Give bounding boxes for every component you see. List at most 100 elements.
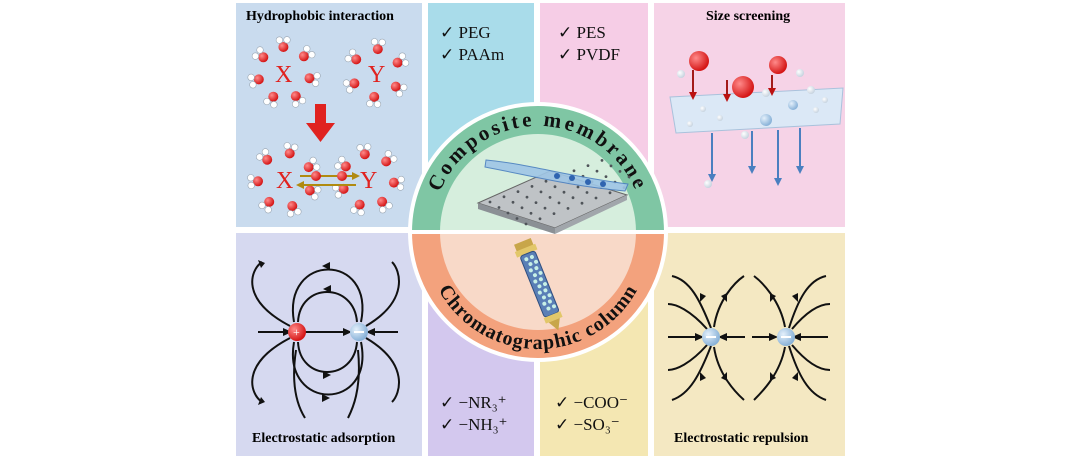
- letter-y-top: Y: [368, 62, 385, 88]
- hydrogen-atom: [312, 79, 320, 87]
- svg-text:+: +: [293, 325, 300, 339]
- column-bead: [524, 257, 529, 262]
- oxygen-atom: [253, 176, 263, 187]
- material-item: ✓ PAAm: [440, 45, 505, 64]
- membrane-materials-left: ✓ PEG ✓ PAAm: [440, 22, 504, 66]
- membrane-pore: [502, 195, 506, 199]
- field-lines-adsorption: [251, 261, 400, 419]
- material-item: ✓ PES: [558, 23, 606, 42]
- membrane-pore: [524, 222, 528, 226]
- interaction-arrows: [296, 171, 360, 189]
- hydrogen-atom: [256, 153, 264, 161]
- column-bead: [537, 284, 542, 289]
- electrostatic-repulsion-title: Electrostatic repulsion: [674, 431, 809, 446]
- hydrogen-atom: [309, 156, 317, 164]
- column-bead: [533, 279, 538, 284]
- column-groups-left: ✓ −NR₃⁺ ✓ −NH₃⁺: [440, 392, 508, 436]
- oxygen-atom: [372, 44, 383, 55]
- chromatographic-column-icon: [514, 238, 563, 331]
- oxygen-atom: [262, 154, 273, 165]
- hydrogen-atom: [395, 90, 404, 98]
- column-bead: [543, 288, 548, 293]
- column-bead: [543, 282, 548, 287]
- material-item: ✓ PEG: [440, 23, 491, 42]
- column-bead: [534, 266, 539, 271]
- hydrogen-atom: [263, 97, 271, 106]
- oxygen-atom: [340, 161, 351, 172]
- hydrogen-atom: [314, 186, 322, 194]
- oxygen-atom: [369, 91, 380, 102]
- membrane-pore: [636, 181, 640, 184]
- oxygen-atom: [287, 201, 298, 211]
- column-bead: [546, 306, 551, 311]
- column-bead: [552, 304, 557, 309]
- hydrogen-atom: [258, 201, 266, 209]
- oxygen-atom: [268, 91, 279, 102]
- positive-charge-icon: +: [288, 323, 306, 341]
- water-ring-y-top: [342, 38, 410, 108]
- hydrogen-atom: [313, 163, 321, 171]
- membrane-pore: [585, 191, 589, 194]
- membrane-pore: [516, 190, 520, 194]
- column-bead: [537, 290, 542, 295]
- permeate-arrows: [708, 128, 804, 186]
- membrane-sketch-icon: [476, 159, 640, 234]
- adsorption-arrowheads: [258, 260, 331, 405]
- electrostatic-adsorption-title: Electrostatic adsorption: [252, 431, 396, 446]
- oxygen-atom: [264, 196, 275, 207]
- hydrogen-atom: [303, 45, 311, 53]
- hydrogen-atom: [344, 54, 352, 63]
- oxygen-atom: [377, 196, 388, 207]
- column-bead: [547, 293, 552, 298]
- oxygen-atom: [349, 78, 360, 89]
- hydrogen-atom: [247, 73, 255, 81]
- hydrogen-atom: [378, 38, 386, 47]
- letter-x-bottom: X: [276, 168, 293, 194]
- membrane-pore: [534, 201, 538, 205]
- hydrogen-atom: [308, 51, 316, 59]
- repulsion-arrowheads: [700, 293, 798, 381]
- oxygen-atom: [351, 54, 362, 65]
- water-ring-x-top: [247, 36, 321, 109]
- column-bead: [529, 254, 534, 259]
- hydrogen-atom: [364, 143, 372, 151]
- hydrogen-atom: [291, 143, 299, 151]
- membrane-pore: [557, 201, 561, 205]
- hydrogen-atom: [346, 86, 354, 94]
- membrane-pore: [595, 169, 599, 173]
- hydrogen-atom: [275, 36, 284, 44]
- membrane-sheet: [669, 87, 844, 134]
- hydrogen-atom: [338, 155, 346, 164]
- group-item: ✓ −NR₃⁺: [440, 393, 507, 412]
- membrane-pore: [580, 201, 584, 205]
- hydrogen-atom: [396, 183, 405, 191]
- size-screening-title: Size screening: [706, 9, 791, 24]
- oxygen-atom: [359, 149, 370, 160]
- hydrogen-atom: [384, 150, 392, 158]
- large-particles: [689, 51, 787, 102]
- hydrogen-atom: [349, 48, 357, 56]
- membrane-pore: [543, 206, 547, 210]
- hydrogen-atom: [247, 181, 255, 190]
- hydrogen-atom: [357, 208, 365, 217]
- panel-hydrophobic: [236, 3, 422, 227]
- oxygen-atom: [392, 57, 403, 68]
- membrane-pore: [511, 200, 515, 204]
- oxygen-atom: [304, 73, 315, 84]
- oxygen-atom: [354, 199, 365, 210]
- membrane-pore: [576, 185, 580, 189]
- down-arrow-icon: [306, 104, 335, 142]
- hydrogen-atom: [298, 96, 307, 105]
- column-bead: [538, 277, 543, 282]
- panel-electrostatic-repulsion: [654, 233, 845, 456]
- hydrogen-atom: [334, 162, 342, 170]
- hydrogen-atom: [249, 81, 257, 89]
- column-bead: [528, 262, 533, 267]
- oxygen-atom: [304, 185, 315, 196]
- oxygen-atom: [253, 74, 264, 85]
- negative-charge-icon-left: [702, 328, 720, 346]
- membrane-pore: [520, 206, 524, 210]
- oxygen-atom: [381, 156, 392, 167]
